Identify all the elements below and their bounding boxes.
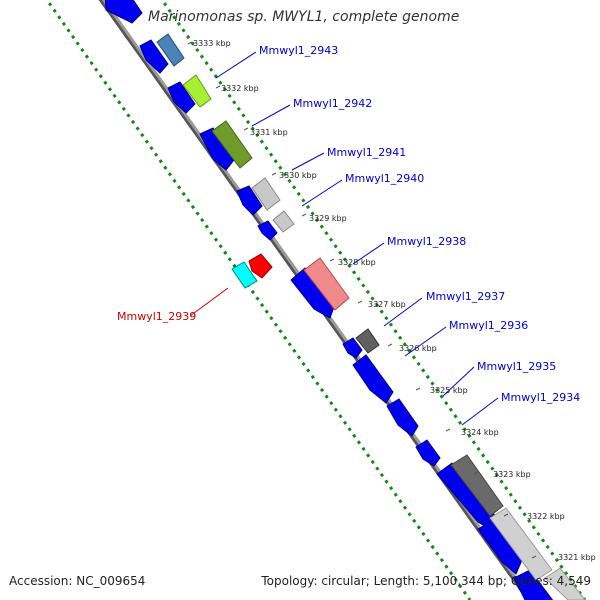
tick-label: 3322 kbp xyxy=(527,512,565,521)
tick-label: 3328 kbp xyxy=(338,258,376,267)
cds-block xyxy=(303,257,350,311)
tick-label: 3324 kbp xyxy=(461,428,499,437)
gene-label[interactable]: Mmwyl1_2934 xyxy=(501,391,580,404)
genome-title: Marinomonas sp. MWYL1, complete genome xyxy=(148,9,460,25)
orf-arrow xyxy=(290,267,336,319)
gene-label[interactable]: Mmwyl1_2935 xyxy=(477,360,556,373)
tick-marks xyxy=(187,41,537,559)
selected-gene-block xyxy=(248,253,273,279)
orf-arrow xyxy=(415,439,441,467)
orf-arrow xyxy=(352,354,394,404)
tick-label: 3323 kbp xyxy=(493,470,531,479)
tick-label: 3332 kbp xyxy=(221,84,259,93)
cds-block xyxy=(182,74,212,108)
tick-label: 3326 kbp xyxy=(399,344,437,353)
cds-block xyxy=(272,210,295,233)
label-leader-lines xyxy=(189,51,499,426)
gene-label[interactable]: Mmwyl1_2943 xyxy=(259,44,338,57)
tick-label: 3327 kbp xyxy=(368,300,406,309)
tick-label: 3321 kbp xyxy=(558,553,596,562)
orf-arrow xyxy=(513,569,554,600)
gene-label[interactable]: Mmwyl1_2936 xyxy=(449,319,528,332)
cds-block xyxy=(489,507,553,581)
orf-arrow xyxy=(167,81,196,114)
orf-arrow xyxy=(104,0,143,24)
gene-label[interactable]: Mmwyl1_2941 xyxy=(327,146,406,159)
cds-block xyxy=(251,177,281,211)
gene-label[interactable]: Mmwyl1_2940 xyxy=(345,172,424,185)
orf-arrow xyxy=(139,39,169,74)
orf-arrow xyxy=(236,185,263,216)
orf-arrow xyxy=(257,220,278,241)
tick-label: 3329 kbp xyxy=(309,214,347,223)
tick-label: 3330 kbp xyxy=(279,171,317,180)
gene-label[interactable]: Mmwyl1_2938 xyxy=(387,235,466,248)
orf-arrow xyxy=(342,337,363,359)
orf-arrow xyxy=(477,520,523,575)
orf-arrow xyxy=(199,127,235,171)
cds-block xyxy=(355,328,380,354)
cds-block xyxy=(450,454,504,517)
selected-neighbor-block xyxy=(231,261,258,289)
cds-block xyxy=(544,567,586,600)
gene-label[interactable]: Mmwyl1_2942 xyxy=(293,97,372,110)
genome-stats-text: Topology: circular; Length: 5,100,344 bp… xyxy=(261,574,591,588)
cds-block xyxy=(156,33,185,67)
cds-block xyxy=(211,120,253,169)
tick-label: 3333 kbp xyxy=(193,39,231,48)
tick-label: 3331 kbp xyxy=(250,128,288,137)
orf-arrow xyxy=(386,398,419,437)
gene-label[interactable]: Mmwyl1_2937 xyxy=(426,290,505,303)
accession-text: Accession: NC_009654 xyxy=(9,574,146,588)
gene-label-highlight[interactable]: Mmwyl1_2939 xyxy=(117,310,196,323)
